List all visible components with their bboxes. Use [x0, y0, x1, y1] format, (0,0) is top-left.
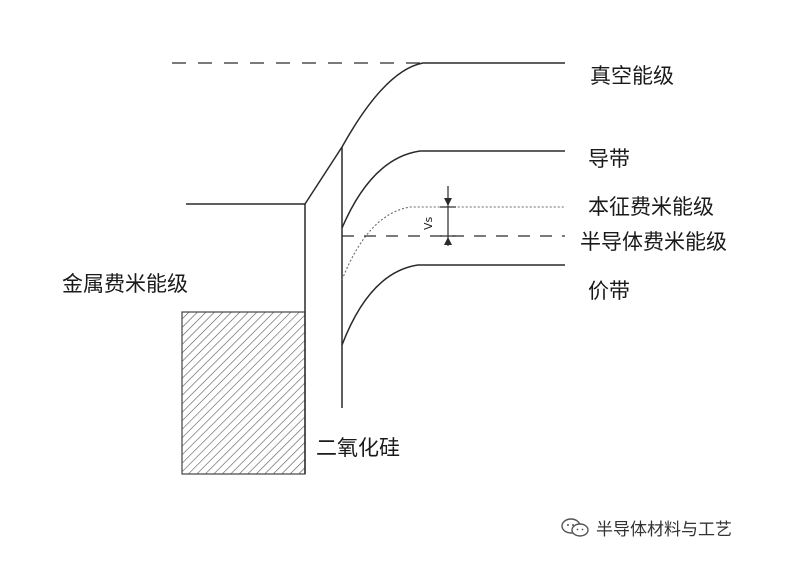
vacuum-level-curve: [341, 62, 565, 148]
vacuum-level-label: 真空能级: [590, 64, 674, 88]
conduction-band-curve: [341, 150, 565, 229]
metal-fermi-label: 金属费米能级: [62, 272, 188, 296]
metal-block: [181, 311, 306, 475]
oxide-label: 二氧化硅: [316, 436, 400, 460]
oxide-barrier-slope: [304, 146, 343, 205]
watermark-text: 半导体材料与工艺: [596, 520, 732, 540]
vs-label: Vs: [422, 216, 435, 230]
vs-indicator: [440, 186, 456, 246]
conduction-band-label: 导带: [588, 147, 630, 171]
intrinsic-fermi-label: 本征费米能级: [588, 195, 714, 219]
valence-band-label: 价带: [588, 279, 630, 303]
wechat-icon: [561, 517, 589, 537]
semiconductor-fermi-label: 半导体费米能级: [580, 230, 727, 254]
watermark: 半导体材料与工艺: [560, 515, 732, 540]
intrinsic-fermi-curve: [341, 206, 565, 281]
valence-band-curve: [341, 264, 565, 346]
